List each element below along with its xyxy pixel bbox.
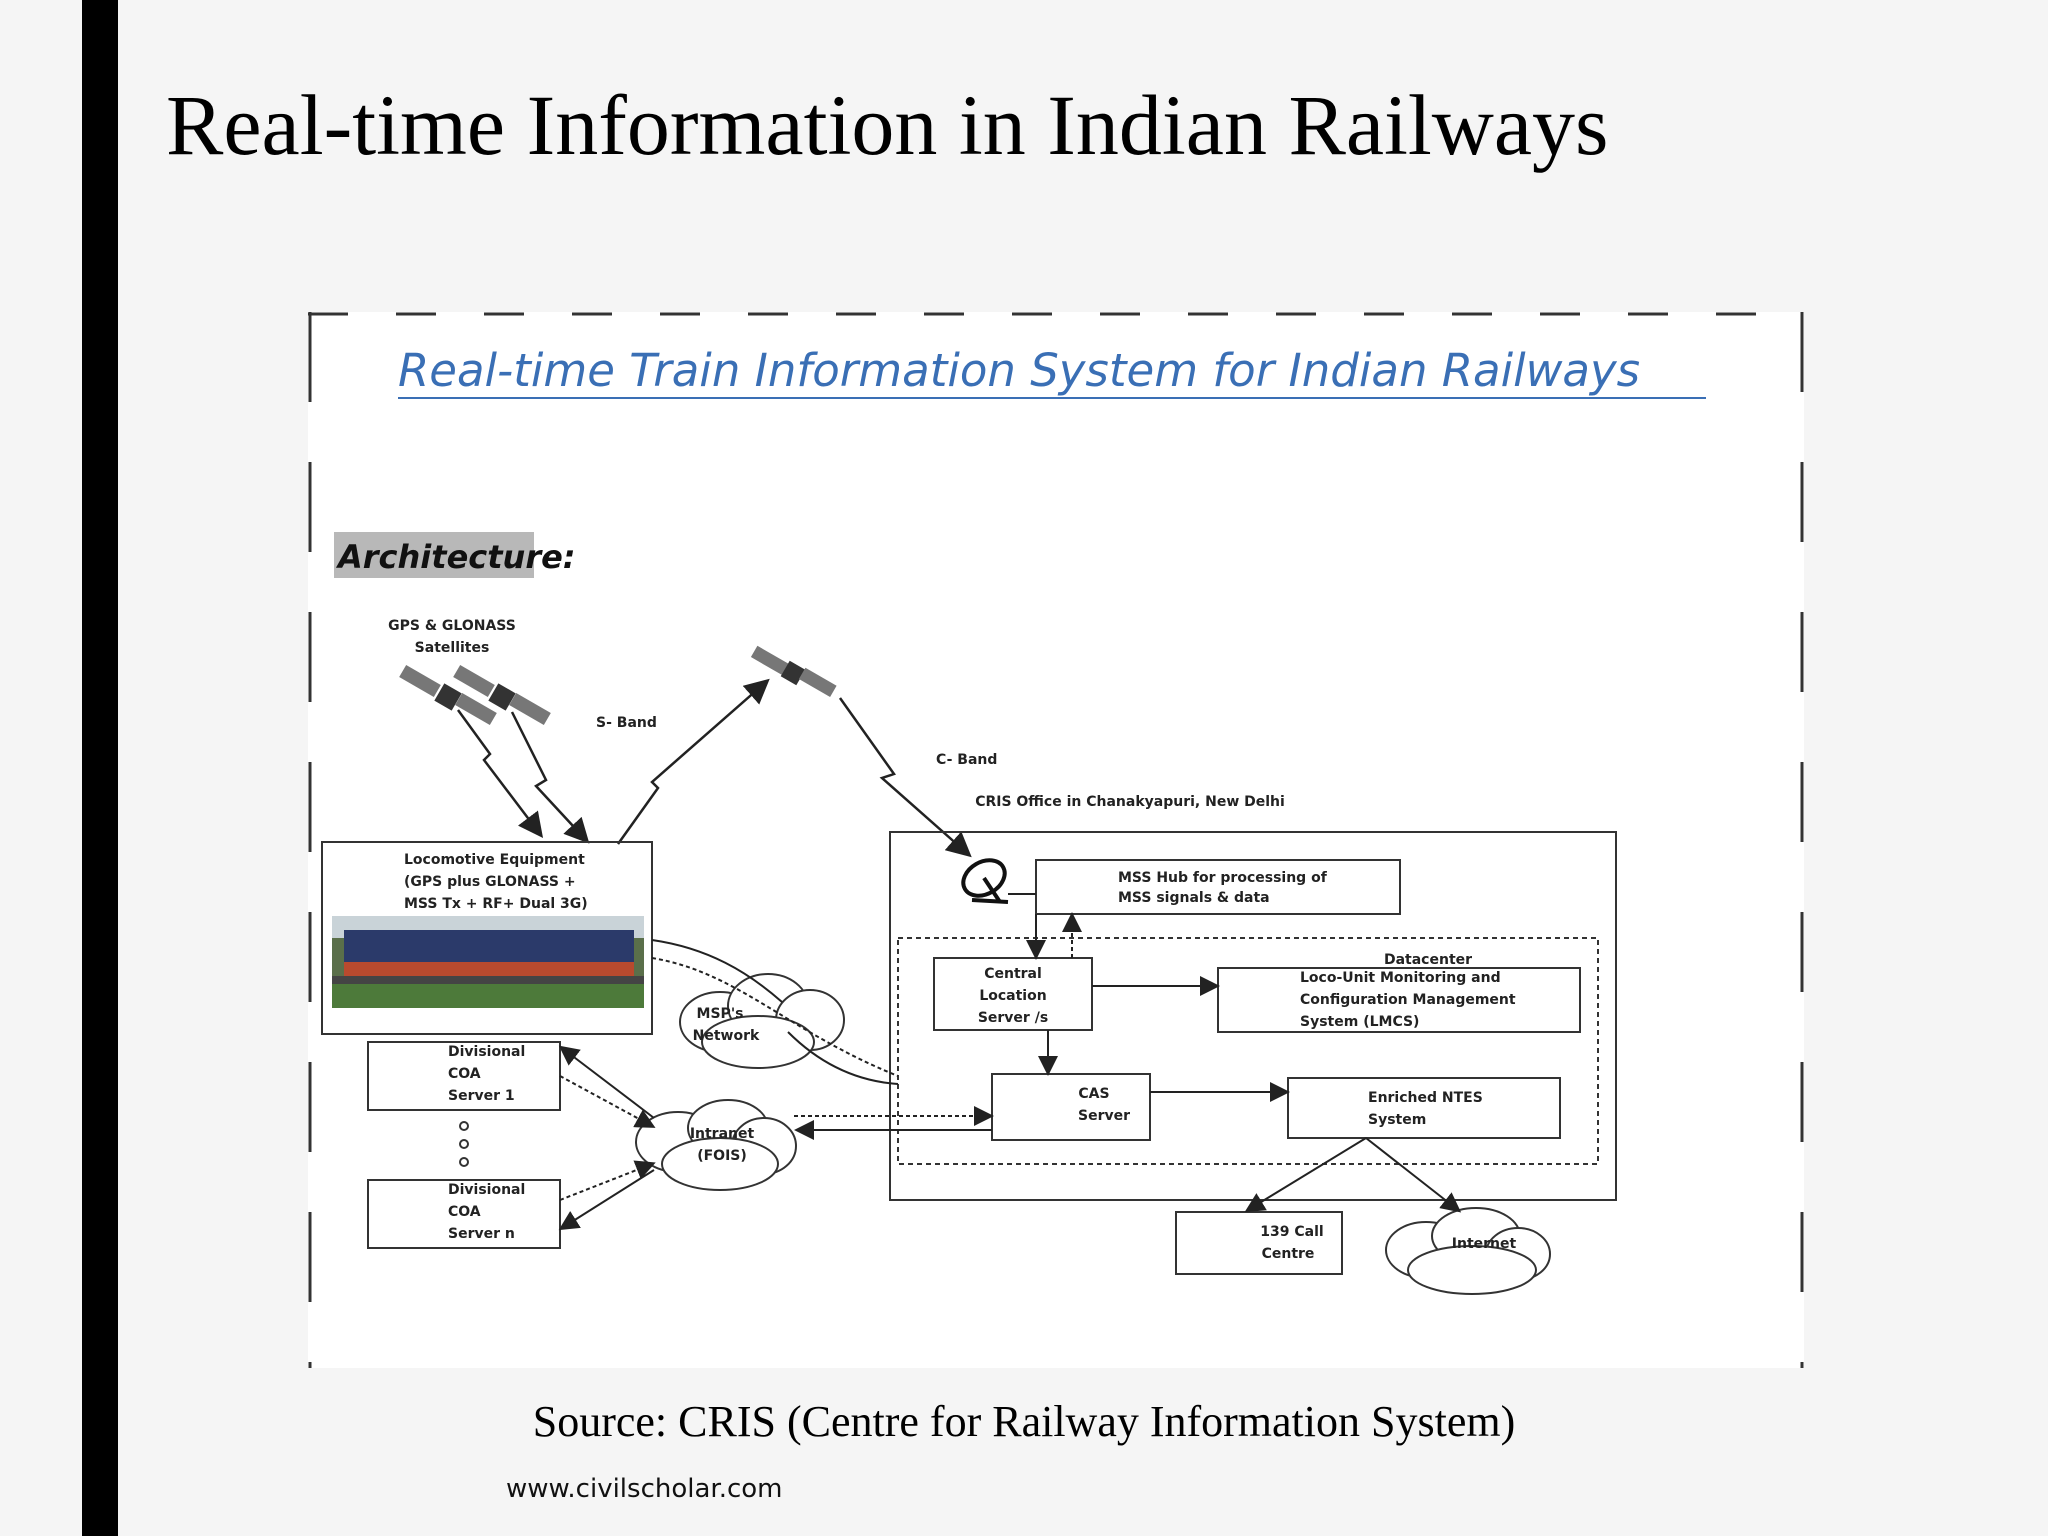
ntes-to-call-centre-link: [1244, 1137, 1367, 1213]
loco-to-msp-link: [651, 939, 783, 1003]
coan-to-intranet-link: [559, 1160, 656, 1201]
c-band-label: C- Band: [936, 752, 997, 768]
lmcs-line2: Configuration Management: [1300, 992, 1516, 1008]
cris-office-label: CRIS Office in Chanakyapuri, New Delhi: [975, 794, 1285, 810]
locomotive-photo: [332, 916, 644, 1008]
c-band-link: [838, 697, 972, 858]
intranet-to-coan-link: [558, 1169, 655, 1231]
call-centre-line2: Centre: [1262, 1246, 1315, 1262]
central-location-line3: Server /s: [978, 1010, 1048, 1026]
slide-title: Real-time Information in Indian Railways: [166, 77, 1609, 173]
coa-n-line3: Server n: [448, 1226, 515, 1242]
coa1-to-intranet-link: [559, 1075, 656, 1128]
cas-server-line2: Server: [1078, 1108, 1130, 1124]
lmcs-line1: Loco-Unit Monitoring and: [1300, 970, 1501, 986]
lmcs-box: [1217, 967, 1581, 1033]
locomotive-equipment-box: [321, 841, 653, 1035]
communication-satellite-icon: [750, 645, 837, 698]
left-accent-bar: [82, 0, 118, 1536]
loco-line3: MSS Tx + RF+ Dual 3G): [404, 896, 588, 912]
cas-server-line1: CAS: [1078, 1086, 1109, 1102]
datacenter-box: [897, 937, 1599, 1165]
ntes-box: [1287, 1077, 1561, 1139]
internet-cloud: [1385, 1207, 1551, 1295]
intranet-line2: (FOIS): [697, 1148, 747, 1164]
msp-to-cris-solid-link: [787, 1031, 899, 1085]
central-location-line1: Central: [984, 966, 1042, 982]
source-caption: Source: CRIS (Centre for Railway Informa…: [532, 1397, 1516, 1446]
msp-network-line1: MSP's: [697, 1006, 744, 1022]
website-watermark: www.civilscholar.com: [506, 1474, 783, 1504]
architecture-figure: Real-time Train Information System for I…: [308, 312, 1804, 1368]
call-centre-box: [1175, 1211, 1343, 1275]
msp-to-cris-link: [651, 957, 899, 1077]
datacenter-label: Datacenter: [1384, 952, 1472, 968]
diagram-title: Real-time Train Information System for I…: [398, 344, 1640, 397]
coa-1-line1: Divisional: [448, 1044, 525, 1060]
mss-hub-line1: MSS Hub for processing of: [1118, 870, 1328, 886]
central-location-line2: Location: [979, 988, 1046, 1004]
loco-line2: (GPS plus GLONASS +: [404, 874, 576, 890]
coa-1-line2: COA: [448, 1066, 481, 1082]
architecture-label-bg: [334, 532, 534, 578]
s-band-link: [616, 678, 770, 845]
gps-satellite-icon-1: [399, 664, 497, 726]
coa-n-line1: Divisional: [448, 1182, 525, 1198]
ntes-to-internet-link: [1365, 1137, 1462, 1213]
satellites-label-line2: Satellites: [415, 640, 490, 656]
cas-server-box: [991, 1073, 1151, 1141]
s-band-label: S- Band: [596, 715, 657, 731]
call-centre-line1: 139 Call: [1260, 1224, 1323, 1240]
coa-n-line2: COA: [448, 1204, 481, 1220]
gps-link-1: [456, 709, 544, 838]
mss-hub-line2: MSS signals & data: [1118, 890, 1270, 906]
gps-satellite-icon-2: [453, 664, 551, 726]
msp-network-line2: Network: [693, 1028, 760, 1044]
intranet-line1: Intranet: [690, 1126, 755, 1142]
intranet-to-coa1-link: [558, 1045, 655, 1119]
gps-link-2: [510, 711, 590, 844]
ntes-line2: System: [1368, 1112, 1426, 1128]
satellite-dish-icon: [961, 858, 1009, 904]
architecture-label: Architecture:: [335, 538, 576, 576]
ellipsis-dots: [459, 1121, 469, 1167]
mss-hub-box: [1035, 859, 1401, 915]
coa-1-line3: Server 1: [448, 1088, 515, 1104]
internet-label: Internet: [1452, 1236, 1517, 1252]
figure-frame: [308, 312, 1804, 1368]
ntes-line1: Enriched NTES: [1368, 1090, 1483, 1106]
architecture-diagram: Real-time Train Information System for I…: [308, 312, 1804, 1368]
central-location-box: [933, 957, 1093, 1031]
intranet-fois-cloud: [635, 1099, 797, 1191]
lmcs-line3: System (LMCS): [1300, 1014, 1419, 1030]
loco-line1: Locomotive Equipment: [404, 852, 585, 868]
satellites-label-line1: GPS & GLONASS: [388, 618, 516, 634]
